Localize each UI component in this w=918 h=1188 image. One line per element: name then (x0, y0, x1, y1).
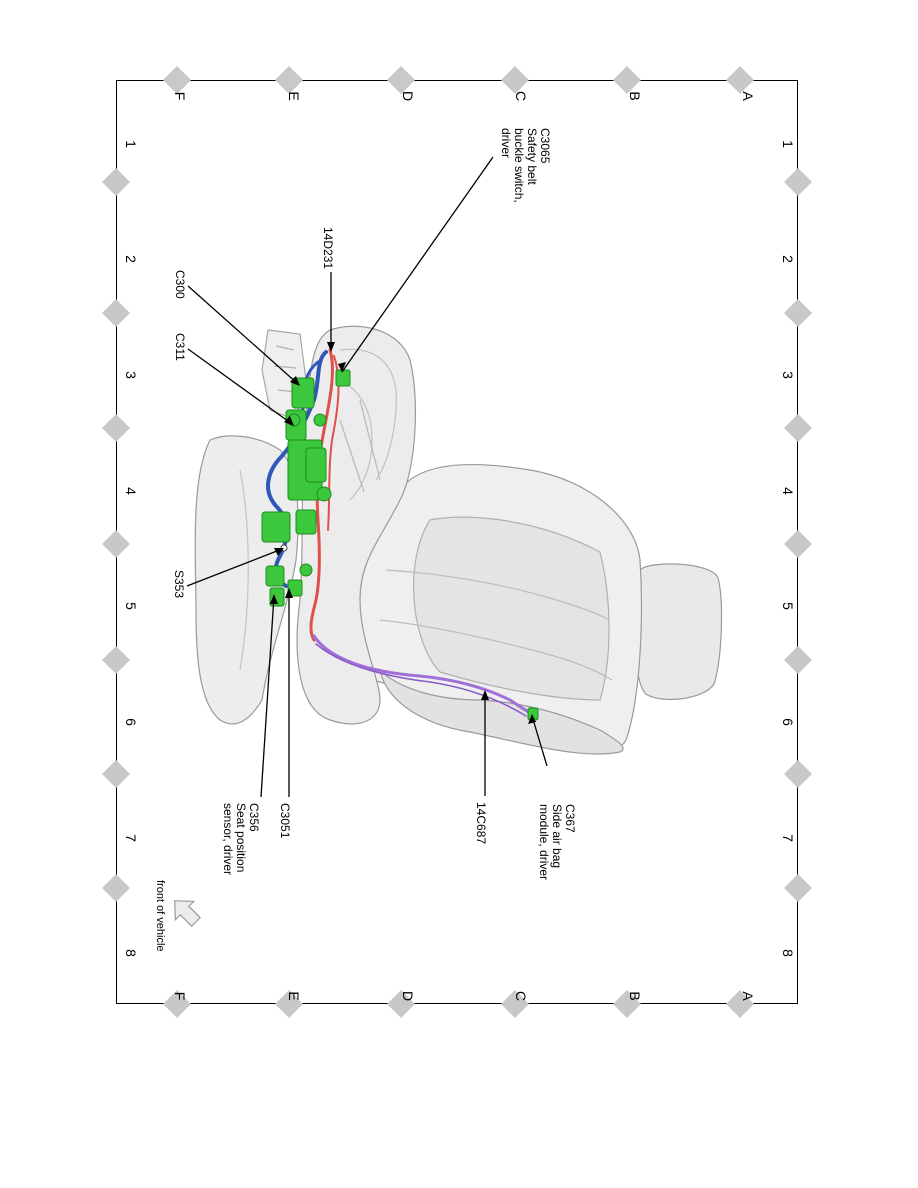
grid-marker-right-0 (784, 168, 812, 196)
grid-row-letters: A A B B C C D D E E F F (172, 91, 756, 1001)
grid-column-numbers: 1 1 2 2 3 3 4 4 5 5 6 6 7 7 8 8 (123, 140, 796, 957)
grid-number-right-1: 1 (780, 140, 796, 148)
connector-c300 (291, 377, 315, 409)
grid-letter-top-A: A (740, 91, 756, 101)
grid-number-left-7: 7 (123, 834, 139, 842)
grid-marker-bottom-0 (163, 990, 191, 1018)
grid-letter-bottom-B: B (627, 991, 643, 1000)
grid-marker-left-6 (102, 874, 130, 902)
grid-number-right-6: 6 (780, 718, 796, 726)
connector-s353-area (265, 565, 285, 587)
grid-letter-bottom-E: E (286, 991, 302, 1000)
callout-14d231: 14D231 (321, 227, 335, 269)
grid-marker-left-3 (102, 530, 130, 558)
grid-number-left-8: 8 (123, 949, 139, 957)
grid-number-right-5: 5 (780, 602, 796, 610)
grid-marker-bottom-5 (726, 990, 754, 1018)
grid-marker-right-4 (784, 646, 812, 674)
grid-letter-top-C: C (513, 91, 529, 101)
grid-number-right-8: 8 (780, 949, 796, 957)
grid-marker-left-5 (102, 760, 130, 788)
grid-marker-top-2 (387, 66, 415, 94)
callout-14c687: 14C687 (474, 802, 488, 844)
grid-marker-top-0 (163, 66, 191, 94)
grid-number-left-6: 6 (123, 718, 139, 726)
connector-c3065 (335, 369, 351, 387)
grid-marker-top-4 (613, 66, 641, 94)
seat-illustration (194, 325, 723, 755)
grid-marker-right-6 (784, 874, 812, 902)
front-of-vehicle-label: front of vehicle (154, 880, 166, 952)
grid-number-left-3: 3 (123, 371, 139, 379)
callout-c367: C367 Side air bag module, driver (537, 804, 577, 880)
grid-marker-bottom-3 (501, 990, 529, 1018)
callout-c3051: C3051 (278, 803, 292, 839)
callout-c311: C311 (173, 333, 187, 361)
grid-marker-bottom-2 (387, 990, 415, 1018)
callout-c356: C356 Seat position sensor, driver (221, 803, 261, 876)
grid-number-left-5: 5 (123, 602, 139, 610)
grid-marker-top-1 (275, 66, 303, 94)
grid-letter-bottom-C: C (513, 991, 529, 1001)
grid-marker-right-5 (784, 760, 812, 788)
grid-number-left-2: 2 (123, 255, 139, 263)
grid-number-right-2: 2 (780, 255, 796, 263)
grid-number-right-4: 4 (780, 487, 796, 495)
grid-letter-bottom-A: A (740, 991, 756, 1001)
grid-letter-top-F: F (172, 92, 188, 101)
connector-block-4 (295, 509, 317, 535)
grid-marker-left-4 (102, 646, 130, 674)
leader-lines (186, 156, 548, 798)
front-of-vehicle-arrow-icon (174, 900, 201, 927)
grid-number-right-7: 7 (780, 834, 796, 842)
seat-headrest (632, 563, 723, 701)
grid-letter-top-E: E (286, 91, 302, 100)
seat-base (194, 435, 299, 725)
grid-marker-right-3 (784, 530, 812, 558)
grid-letter-top-D: D (400, 91, 416, 101)
leader-arrowheads (270, 342, 536, 724)
grid-marker-top-5 (726, 66, 754, 94)
grid-letter-bottom-D: D (400, 991, 416, 1001)
callout-c3065: C3065 Safety belt buckle switch, driver (499, 128, 552, 206)
harness-purple (312, 634, 534, 716)
grid-marker-right-1 (784, 299, 812, 327)
grid-letter-bottom-F: F (172, 992, 188, 1001)
harness-red (309, 348, 334, 642)
grid-marker-top-3 (501, 66, 529, 94)
grid-number-left-1: 1 (123, 140, 139, 148)
seat-side-trim (379, 668, 624, 755)
grid-marker-right-2 (784, 414, 812, 442)
grid-marker-left-2 (102, 414, 130, 442)
grid-markers (102, 66, 812, 1018)
connector-block-3 (261, 511, 291, 543)
grid-number-right-3: 3 (780, 371, 796, 379)
grid-marker-left-1 (102, 299, 130, 327)
harness-blue (266, 350, 328, 588)
grid-marker-bottom-4 (613, 990, 641, 1018)
grid-marker-left-0 (102, 168, 130, 196)
connector-c3051 (287, 579, 303, 597)
grid-marker-bottom-1 (275, 990, 303, 1018)
grid-number-left-4: 4 (123, 487, 139, 495)
grid-letter-top-B: B (627, 91, 643, 100)
callout-s353: S353 (172, 570, 186, 598)
callout-c300: C300 (173, 270, 187, 299)
connector-block-2 (305, 447, 327, 483)
